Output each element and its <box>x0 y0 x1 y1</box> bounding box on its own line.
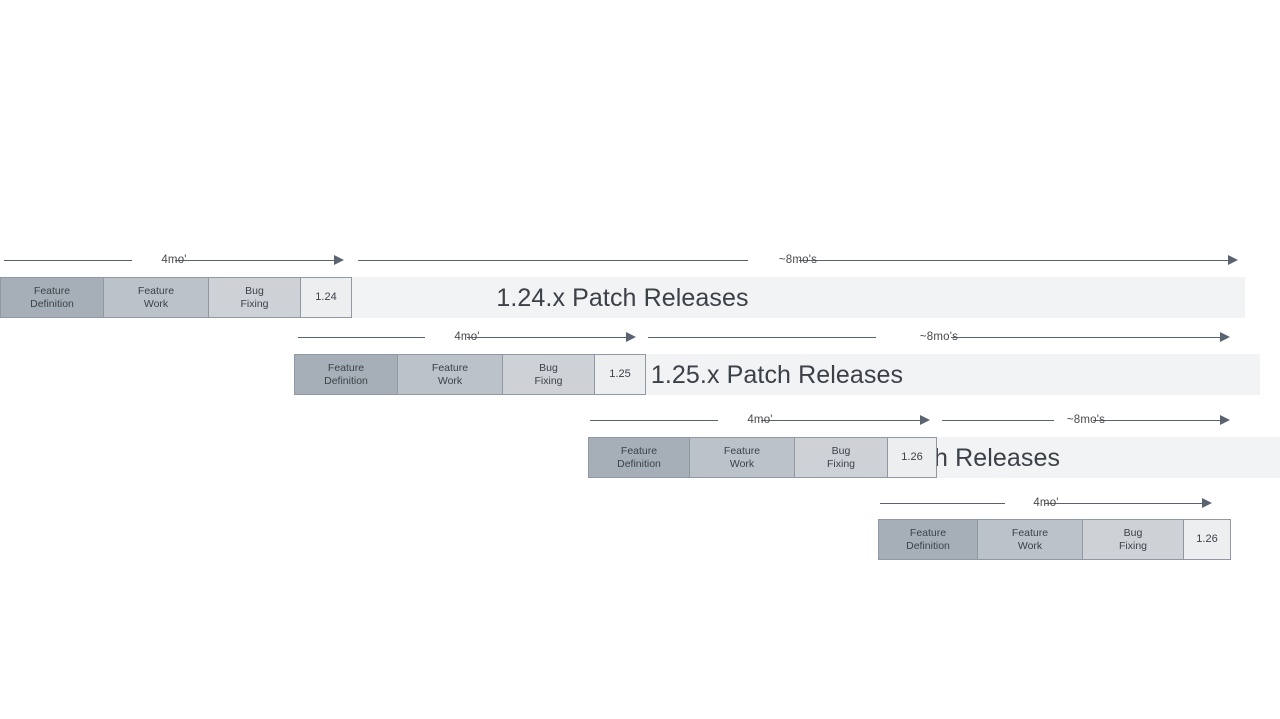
measure-line-right <box>175 260 335 261</box>
measure-line-right <box>799 260 1229 261</box>
patch-duration-measure-1-26: ~8mo's <box>942 413 1230 435</box>
phase-bug-fixing[interactable]: Bug Fixing <box>795 438 888 477</box>
arrow-head-icon <box>1202 498 1212 508</box>
arrow-head-icon <box>334 255 344 265</box>
measure-line-right <box>951 337 1221 338</box>
arrow-head-icon <box>1220 332 1230 342</box>
measure-line-right <box>1045 503 1203 504</box>
arrow-head-icon <box>1220 415 1230 425</box>
patch-duration-label: ~8mo's <box>1066 414 1106 426</box>
dev-duration-measure-1-26-next: 4mo' <box>880 496 1212 518</box>
phase-feature-definition[interactable]: Feature Definition <box>1 278 104 317</box>
phase-version-1-26[interactable]: 1.26 <box>888 438 936 477</box>
measure-line-left <box>880 503 1005 504</box>
dev-duration-measure-1-26: 4mo' <box>590 413 930 435</box>
phase-bug-fixing[interactable]: Bug Fixing <box>209 278 301 317</box>
phase-bar-1-24: Feature Definition Feature Work Bug Fixi… <box>0 277 352 318</box>
phase-version-1-25[interactable]: 1.25 <box>595 355 645 394</box>
dev-duration-measure-1-24: 4mo' <box>4 253 344 275</box>
phase-bar-1-26: Feature Definition Feature Work Bug Fixi… <box>588 437 937 478</box>
phase-bug-fixing[interactable]: Bug Fixing <box>1083 520 1184 559</box>
patch-release-label: 1.24.x Patch Releases <box>496 283 749 312</box>
phase-version-1-24[interactable]: 1.24 <box>301 278 351 317</box>
measure-line-left <box>358 260 748 261</box>
phase-feature-definition[interactable]: Feature Definition <box>295 355 398 394</box>
dev-duration-label: 4mo' <box>747 414 773 426</box>
phase-bar-1-25: Feature Definition Feature Work Bug Fixi… <box>294 354 646 395</box>
arrow-head-icon <box>1228 255 1238 265</box>
dev-duration-label: 4mo' <box>161 254 187 266</box>
measure-line-left <box>298 337 425 338</box>
patch-duration-label: ~8mo's <box>778 254 818 266</box>
phase-bar-1-26-next: Feature Definition Feature Work Bug Fixi… <box>878 519 1231 560</box>
phase-feature-work[interactable]: Feature Work <box>978 520 1083 559</box>
phase-feature-work[interactable]: Feature Work <box>398 355 503 394</box>
measure-line-left <box>590 420 718 421</box>
phase-feature-work[interactable]: Feature Work <box>690 438 795 477</box>
patch-duration-measure-1-24: ~8mo's <box>358 253 1238 275</box>
measure-line-right <box>467 337 627 338</box>
patch-duration-measure-1-25: ~8mo's <box>648 330 1230 352</box>
measure-line-left <box>648 337 876 338</box>
measure-line-right <box>761 420 921 421</box>
dev-duration-measure-1-25: 4mo' <box>298 330 636 352</box>
dev-duration-label: 4mo' <box>454 331 480 343</box>
patch-release-label: 1.25.x Patch Releases <box>650 360 904 389</box>
arrow-head-icon <box>626 332 636 342</box>
phase-feature-work[interactable]: Feature Work <box>104 278 209 317</box>
phase-bug-fixing[interactable]: Bug Fixing <box>503 355 595 394</box>
phase-feature-definition[interactable]: Feature Definition <box>589 438 690 477</box>
measure-line-right <box>1093 420 1221 421</box>
phase-version-1-26-next[interactable]: 1.26 <box>1184 520 1230 559</box>
measure-line-left <box>4 260 132 261</box>
measure-line-left <box>942 420 1054 421</box>
arrow-head-icon <box>920 415 930 425</box>
dev-duration-label: 4mo' <box>1033 497 1059 509</box>
patch-duration-label: ~8mo's <box>919 331 959 343</box>
phase-feature-definition[interactable]: Feature Definition <box>879 520 978 559</box>
